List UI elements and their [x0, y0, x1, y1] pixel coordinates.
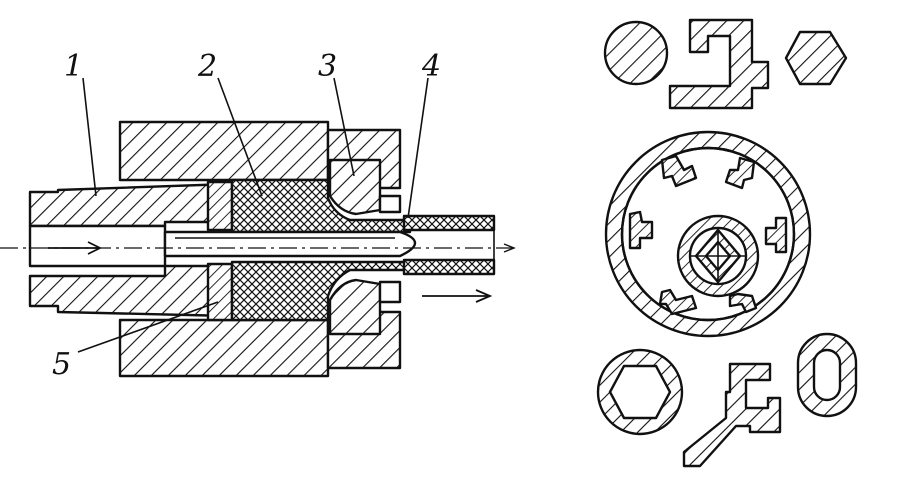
- container-lower: [118, 318, 330, 378]
- die-relief-upper: [378, 194, 402, 214]
- dummy-block-upper: [206, 180, 234, 232]
- profile-stepped-angle: [668, 18, 770, 110]
- die-relief-lower: [378, 280, 402, 304]
- dummy-block-lower: [206, 262, 234, 322]
- container-upper: [118, 120, 330, 182]
- ram-upper: [28, 182, 232, 228]
- leader-1: [82, 77, 97, 197]
- axis-arrow-tip: [503, 243, 516, 253]
- extrusion-arrow: [422, 289, 493, 303]
- label-3: 3: [318, 49, 337, 84]
- profile-hex-bore-tube: [596, 348, 684, 436]
- tube-upper-wall: [402, 214, 496, 232]
- ram-arrow: [48, 241, 103, 255]
- leader-2: [217, 77, 263, 197]
- mandrel: [163, 230, 417, 258]
- leader-5: [77, 301, 219, 353]
- profile-hexagon-bar: [784, 30, 848, 86]
- die-upper: [328, 158, 382, 216]
- profile-sections: [596, 18, 858, 468]
- label-2: 2: [197, 49, 217, 84]
- die-lower: [328, 278, 382, 336]
- label-1: 1: [64, 49, 83, 84]
- leader-4: [407, 77, 429, 219]
- profile-oval-tube: [796, 332, 858, 418]
- label-5: 5: [52, 347, 71, 382]
- profile-finned-tube: [604, 130, 812, 338]
- label-4: 4: [421, 49, 441, 84]
- leader-3: [333, 77, 355, 177]
- billet-lower: [230, 260, 412, 322]
- profile-step-z: [682, 362, 782, 468]
- press-section: 1 2 3 4 5: [0, 49, 516, 382]
- profile-round-bar: [603, 20, 669, 86]
- tube-lower-wall: [402, 258, 496, 276]
